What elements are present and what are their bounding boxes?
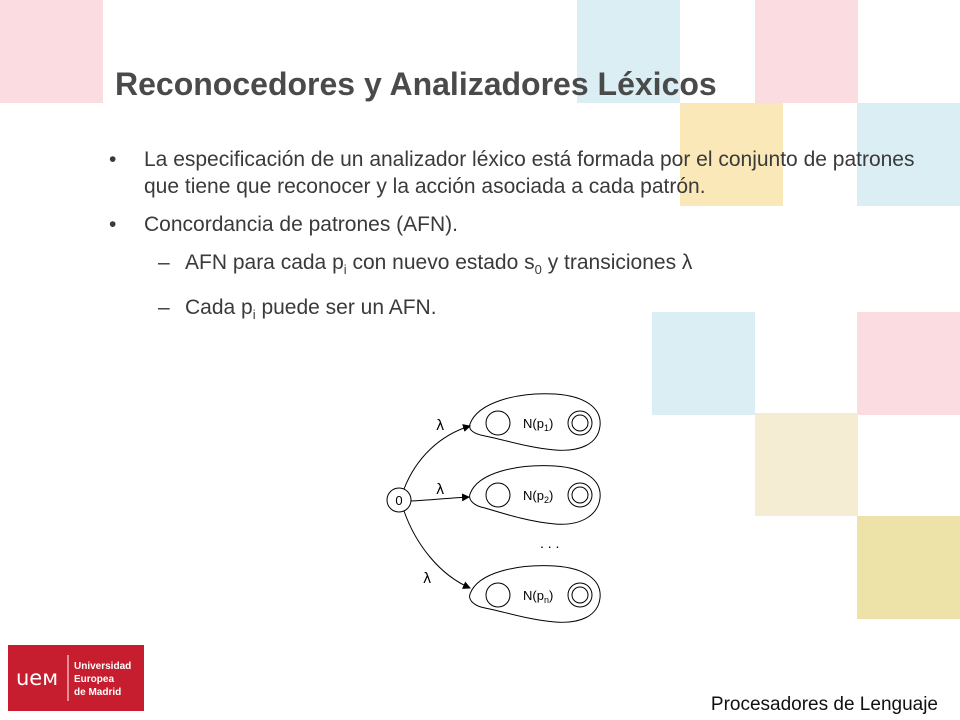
nfa-blob-2 [469,465,601,525]
nfa-final-state-2-outer [567,482,593,508]
lambda-transition-1 [403,424,471,490]
subscript: i [343,262,347,278]
label-subscript: 2 [544,495,549,505]
university-logo-graphic: ueм Universidad Europea de Madrid [16,655,131,701]
decor-square-olive [857,516,960,619]
bullet-item: • La especificación de un analizador léx… [106,146,946,200]
nfa-final-state-n-inner [571,586,589,604]
nfa-final-state-1-inner [571,414,589,432]
slide-content: • La especificación de un analizador léx… [106,146,946,339]
decor-square-pink-middle [857,312,960,415]
dash-mark: – [158,251,170,274]
text-fragment: con nuevo estado s [346,251,535,274]
bullet-text: Concordancia de patrones (AFN). [144,213,458,236]
footer-course-name: Procesadores de Lenguaje [710,694,938,715]
university-logo: ueм Universidad Europea de Madrid [8,645,144,711]
nfa-label-n: N(pn) [523,588,553,605]
label-suffix: ) [549,488,553,503]
decor-square-blue-middle [652,312,755,415]
decor-square-blue-right [857,103,960,206]
nfa-final-state-1-outer [567,410,593,436]
sub-bullet-item: – Cada pi puede ser un AFN. [106,294,946,328]
nfa-start-state-n [485,582,511,608]
sub-bullet-text: Cada pi puede ser un AFN. [185,296,437,323]
label-suffix: ) [549,416,553,431]
bullet-mark: • [109,213,117,236]
decor-square-pink-top-right [755,0,858,103]
label-prefix: N(p [523,416,544,431]
nfa-diagram: 0 λ λ λ N(p1) N(p2) N(pn) . . . [386,393,601,623]
nfa-final-state-2-inner [571,486,589,504]
label-prefix: N(p [523,588,544,603]
nfa-blob-n [469,565,601,623]
logo-line-3: de Madrid [74,687,121,698]
dash-mark: – [158,296,170,320]
nfa-final-state-n-outer [567,582,593,608]
sub-bullet-text: AFN para cada pi con nuevo estado s0 y t… [185,251,693,278]
bullet-mark: • [109,148,117,171]
nfa-label-1: N(p1) [523,416,553,433]
lambda-transition-n [403,510,471,589]
nfa-start-state-1 [485,410,511,436]
slide-title: Reconocedores y Analizadores Léxicos [115,66,717,102]
lambda-label-1: λ [436,418,444,434]
decor-square-beige [755,413,858,516]
subscript: 0 [534,262,542,278]
nfa-blob-1 [469,393,601,451]
label-prefix: N(p [523,488,544,503]
nfa-label-2: N(p2) [523,488,553,505]
diagram-ellipsis: . . . [540,535,559,551]
label-subscript: 1 [544,423,549,433]
label-suffix: ) [549,588,553,603]
bullet-item: • Concordancia de patrones (AFN). [106,211,946,238]
logo-line-1: Universidad [74,661,131,672]
decor-square-blue-top [577,0,680,103]
lambda-label-n: λ [423,571,431,587]
sub-bullet-item: – AFN para cada pi con nuevo estado s0 y… [106,249,946,283]
lambda-transition-2 [410,493,470,502]
logo-symbol: ueм [16,666,58,690]
subscript: i [252,307,256,323]
text-fragment: puede ser un AFN. [255,296,437,320]
label-subscript: n [544,595,549,605]
text-fragment: y transiciones λ [541,251,693,274]
nfa-initial-state [386,487,412,513]
decor-square-yellow [680,103,783,206]
bullet-text: La especificación de un analizador léxic… [144,148,915,198]
text-fragment: Cada p [185,296,253,320]
lambda-label-2: λ [436,482,444,498]
nfa-start-state-2 [485,482,511,508]
text-fragment: AFN para cada p [185,251,344,274]
logo-line-2: Europea [74,674,114,685]
decor-square-pink-top-left [0,0,103,103]
initial-state-label: 0 [395,493,402,508]
